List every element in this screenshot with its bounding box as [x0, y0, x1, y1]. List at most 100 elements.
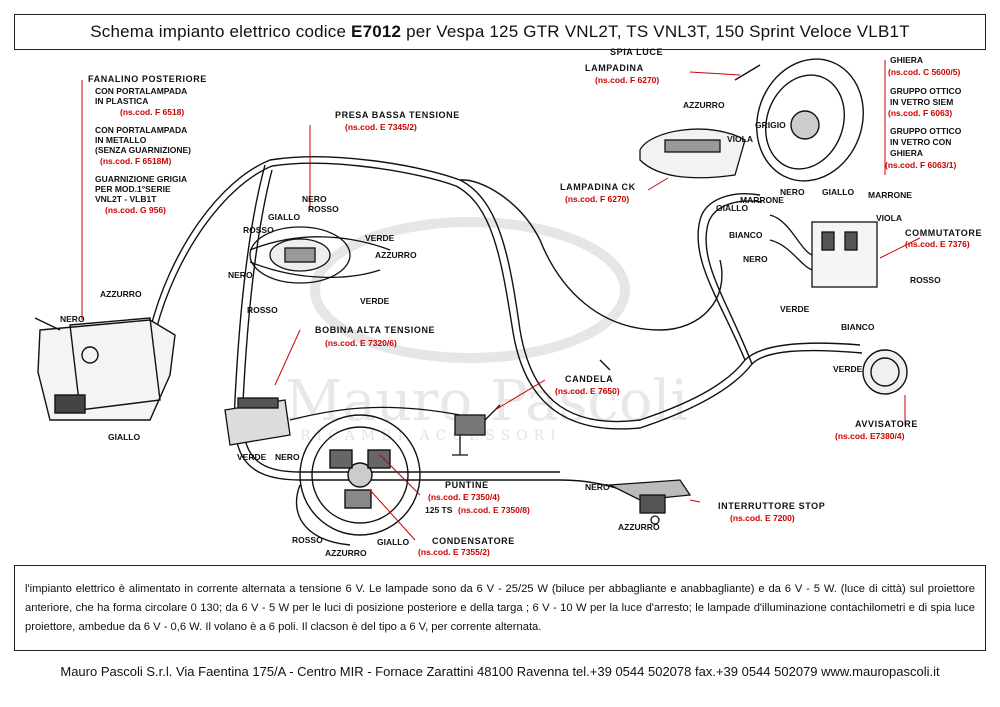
- condensatore-title: CONDENSATORE: [432, 536, 515, 546]
- fanalino-line1: CON PORTALAMPADA: [95, 86, 187, 96]
- wire-label: VERDE: [365, 233, 395, 243]
- fanalino-line8: VNL2T - VLB1T: [95, 194, 157, 204]
- wire-label: AZZURRO: [375, 250, 417, 260]
- wire-label: GIALLO: [108, 432, 140, 442]
- gruppo1-line2: IN VETRO SIEM: [890, 97, 953, 107]
- lampadina-ck-code: (ns.cod. F 6270): [565, 194, 629, 204]
- rear-light-drawing: [34, 317, 176, 421]
- flywheel-stator-drawing: [295, 414, 421, 546]
- avvisatore-code: (ns.cod. E7380/4): [835, 431, 905, 441]
- wire-label: ROSSO: [910, 275, 941, 285]
- junction-block-drawing: [249, 226, 391, 284]
- fanalino-line3: CON PORTALAMPADA: [95, 125, 187, 135]
- ghiera-title: GHIERA: [890, 55, 923, 65]
- gruppo1-code: (ns.cod. F 6063): [888, 108, 952, 118]
- gruppo2-code: (ns.cod. F 6063/1): [885, 160, 956, 170]
- speedometer-drawing: [639, 128, 746, 179]
- wire-label: NERO: [743, 254, 768, 264]
- watermark-oval: [310, 217, 630, 363]
- wire-label: VERDE: [237, 452, 267, 462]
- condensatore-code: (ns.cod. E 7355/2): [418, 547, 490, 557]
- candela-title: CANDELA: [565, 374, 613, 384]
- wire-label: GIALLO: [822, 187, 854, 197]
- wire-label: NERO: [585, 482, 610, 492]
- wire-label: AZZURRO: [683, 100, 725, 110]
- ignition-coil-drawing: [224, 397, 461, 446]
- wire-label: ROSSO: [247, 305, 278, 315]
- wire-label: GIALLO: [377, 537, 409, 547]
- fanalino-line2: IN PLASTICA: [95, 96, 148, 106]
- wire-label: VIOLA: [876, 213, 902, 223]
- wire-label: GIALLO: [716, 203, 748, 213]
- fanalino-line7: PER MOD.1°SERIE: [95, 184, 171, 194]
- bobina-title: BOBINA ALTA TENSIONE: [315, 325, 435, 335]
- wire-label: VIOLA: [727, 134, 753, 144]
- wiring-harness: [149, 156, 863, 496]
- wire-label: MARRONE: [868, 190, 912, 200]
- puntine-code: (ns.cod. E 7350/4): [428, 492, 500, 502]
- leader-lines: [81, 60, 921, 541]
- wire-label: ROSSO: [308, 204, 339, 214]
- gruppo2-line2: IN VETRO CON: [890, 137, 951, 147]
- puntine-ts-label: 125 TS: [425, 505, 453, 515]
- ghiera-code: (ns.cod. C 5600/5): [888, 67, 960, 77]
- spia-code: (ns.cod. F 6270): [595, 75, 659, 85]
- wire-label: BIANCO: [841, 322, 875, 332]
- bobina-code: (ns.cod. E 7320/6): [325, 338, 397, 348]
- fanalino-code2: (ns.cod. F 6518M): [100, 156, 171, 166]
- wire-label: MARRONE: [740, 195, 784, 205]
- notes-box: l'impianto elettrico è alimentato in cor…: [14, 565, 986, 651]
- stop-title: INTERRUTTORE STOP: [718, 501, 825, 511]
- commutatore-title: COMMUTATORE: [905, 228, 982, 238]
- diagram-title: Schema impianto elettrico codice E7012 p…: [90, 22, 910, 41]
- wire-label: AZZURRO: [100, 289, 142, 299]
- fanalino-code3: (ns.cod. G 956): [105, 205, 166, 215]
- gruppo1-line1: GRUPPO OTTICO: [890, 86, 962, 96]
- wire-label: NERO: [302, 194, 327, 204]
- wire-label: NERO: [228, 270, 253, 280]
- commutatore-code: (ns.cod. E 7376): [905, 239, 970, 249]
- spark-plug-drawing: [452, 404, 501, 456]
- wire-label: ROSSO: [292, 535, 323, 545]
- fanalino-code1: (ns.cod. F 6518): [120, 107, 184, 117]
- wire-label: ROSSO: [243, 225, 274, 235]
- wire-label: GRIGIO: [755, 120, 786, 130]
- wire-label: NERO: [780, 187, 805, 197]
- wire-label: VERDE: [833, 364, 863, 374]
- presa-title: PRESA BASSA TENSIONE: [335, 110, 460, 120]
- wire-label: VERDE: [360, 296, 390, 306]
- title-box: Schema impianto elettrico codice E7012 p…: [14, 14, 986, 50]
- headlight-drawing: [734, 58, 864, 182]
- handlebar-switch-drawing: [769, 214, 878, 288]
- lampadina-ck-title: LAMPADINA CK: [560, 182, 636, 192]
- gruppo2-line3: GHIERA: [890, 148, 923, 158]
- wire-label: NERO: [275, 452, 300, 462]
- footer-contact: Mauro Pascoli S.r.l. Via Faentina 175/A …: [60, 664, 940, 679]
- wire-label: BIANCO: [729, 230, 763, 240]
- wire-label: VERDE: [780, 304, 810, 314]
- notes-text: l'impianto elettrico è alimentato in cor…: [25, 583, 975, 633]
- wire-labels: AZZURRO NERO GIALLO NERO ROSSO GIALLO RO…: [60, 100, 941, 558]
- fanalino-line4: IN METALLO: [95, 135, 147, 145]
- watermark-brand: Mauro Pascoli: [285, 369, 688, 434]
- puntine-title: PUNTINE: [445, 480, 489, 490]
- spia-sub: LAMPADINA: [585, 63, 644, 73]
- wire-label: AZZURRO: [325, 548, 367, 558]
- wire-label: GIALLO: [268, 212, 300, 222]
- watermark-tagline: RICAMBI ACCESSORI: [300, 428, 562, 444]
- puntine-ts-code: (ns.cod. E 7350/8): [458, 505, 530, 515]
- gruppo2-line1: GRUPPO OTTICO: [890, 126, 962, 136]
- spia-title: SPIA LUCE: [610, 47, 663, 57]
- stop-code: (ns.cod. E 7200): [730, 513, 795, 523]
- horn-drawing: [862, 349, 908, 395]
- stop-switch-drawing: [607, 479, 692, 525]
- presa-code: (ns.cod. E 7345/2): [345, 122, 417, 132]
- avvisatore-title: AVVISATORE: [855, 419, 918, 429]
- wire-label: AZZURRO: [618, 522, 660, 532]
- fanalino-title: FANALINO POSTERIORE: [88, 74, 207, 84]
- fanalino-line6: GUARNIZIONE GRIGIA: [95, 174, 187, 184]
- candela-code: (ns.cod. E 7650): [555, 386, 620, 396]
- fanalino-line5: (SENZA GUARNIZIONE): [95, 145, 191, 155]
- wire-label: NERO: [60, 314, 85, 324]
